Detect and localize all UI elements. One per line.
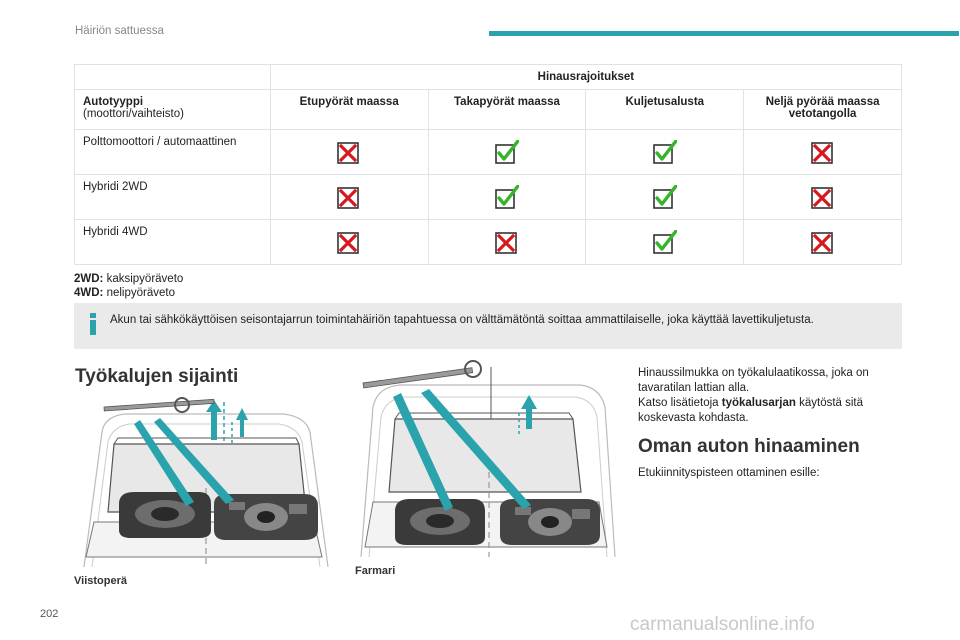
check-icon	[495, 184, 520, 209]
own-vehicle-towing-heading: Oman auton hinaaminen	[638, 436, 860, 457]
figure-caption-hatchback: Viistoperä	[74, 575, 127, 587]
mark-cell	[269, 129, 429, 175]
mark-cell	[743, 174, 902, 220]
table-group-header: Hinausrajoitukset	[269, 64, 903, 90]
cross-icon	[495, 230, 519, 254]
check-icon	[652, 139, 678, 164]
mark-cell	[743, 129, 902, 175]
watermark: carmanualsonline.info	[630, 614, 815, 635]
info-icon	[90, 313, 96, 335]
mark-cell	[427, 129, 587, 175]
section-title: Häiriön sattuessa	[75, 25, 164, 37]
check-icon	[652, 184, 678, 209]
cross-icon	[337, 230, 361, 254]
header-accent-bar	[489, 31, 959, 36]
check-icon	[495, 139, 520, 164]
row-label: Hybridi 4WD	[74, 219, 271, 265]
tools-paragraph: Hinaussilmukka on työkalulaatikossa, jok…	[638, 366, 898, 426]
cross-icon	[337, 140, 361, 164]
tools-heading: Työkalujen sijainti	[75, 366, 239, 387]
row-header-title: Autotyyppi	[83, 96, 144, 108]
column-header: Takapyörät maassa	[427, 89, 587, 130]
legend-desc: kaksipyöräveto	[103, 273, 184, 285]
legend-item: 2WD: kaksipyöräveto	[74, 272, 183, 286]
hatchback-trunk-illustration	[74, 392, 335, 567]
estate-trunk-illustration	[355, 357, 618, 557]
tow-eye-location-text: Hinaussilmukka on työkalulaatikossa, jok…	[638, 367, 869, 394]
cross-icon	[810, 230, 835, 254]
mark-cell	[585, 174, 745, 220]
table-row: Hybridi 4WD	[74, 219, 902, 265]
column-header: Etupyörät maassa	[269, 89, 429, 130]
mark-cell	[427, 219, 587, 265]
info-box: Akun tai sähkökäyttöisen seisontajarrun …	[74, 303, 902, 349]
legend-desc: nelipyöräveto	[103, 287, 175, 299]
legend: 2WD: kaksipyöräveto 4WD: nelipyöräveto	[74, 272, 183, 300]
info-text: Akun tai sähkökäyttöisen seisontajarrun …	[110, 314, 814, 326]
table-corner-cell	[74, 64, 271, 90]
legend-item: 4WD: nelipyöräveto	[74, 286, 183, 300]
row-header-sub: (moottori/vaihteisto)	[83, 108, 184, 120]
legend-term: 2WD:	[74, 273, 104, 285]
tool-kit-reference: Katso lisätietoja työkalusarjan käytöstä…	[638, 396, 898, 426]
row-label: Hybridi 2WD	[74, 174, 271, 220]
mark-cell	[585, 219, 745, 265]
mark-cell	[427, 174, 587, 220]
cross-icon	[810, 185, 835, 209]
cross-icon	[810, 140, 835, 164]
tool-kit-link[interactable]: työkalusarjan	[721, 397, 796, 409]
legend-term: 4WD:	[74, 287, 104, 299]
figure-caption-estate: Farmari	[355, 565, 396, 577]
mark-cell	[269, 219, 429, 265]
check-icon	[652, 229, 678, 254]
mark-cell	[269, 174, 429, 220]
table-row: Hybridi 2WD	[74, 174, 902, 220]
reference-suffix: käytöstä sitä koskevasta kohdasta.	[638, 397, 864, 424]
page-number: 202	[40, 608, 59, 620]
towing-restrictions-table: Hinausrajoitukset Autotyyppi (moottori/v…	[74, 64, 903, 265]
table-row: Polttomoottori / automaattinen	[74, 129, 902, 175]
cross-icon	[337, 185, 361, 209]
mark-cell	[743, 219, 902, 265]
reference-prefix: Katso lisätietoja	[638, 397, 722, 409]
front-tow-point-text: Etukiinnityspisteen ottaminen esille:	[638, 467, 820, 479]
column-header: Neljä pyörää maassa vetotangolla	[743, 89, 902, 130]
mark-cell	[585, 129, 745, 175]
column-header: Kuljetusalusta	[585, 89, 745, 130]
row-label: Polttomoottori / automaattinen	[74, 129, 271, 175]
row-header-cell: Autotyyppi (moottori/vaihteisto)	[74, 89, 271, 130]
